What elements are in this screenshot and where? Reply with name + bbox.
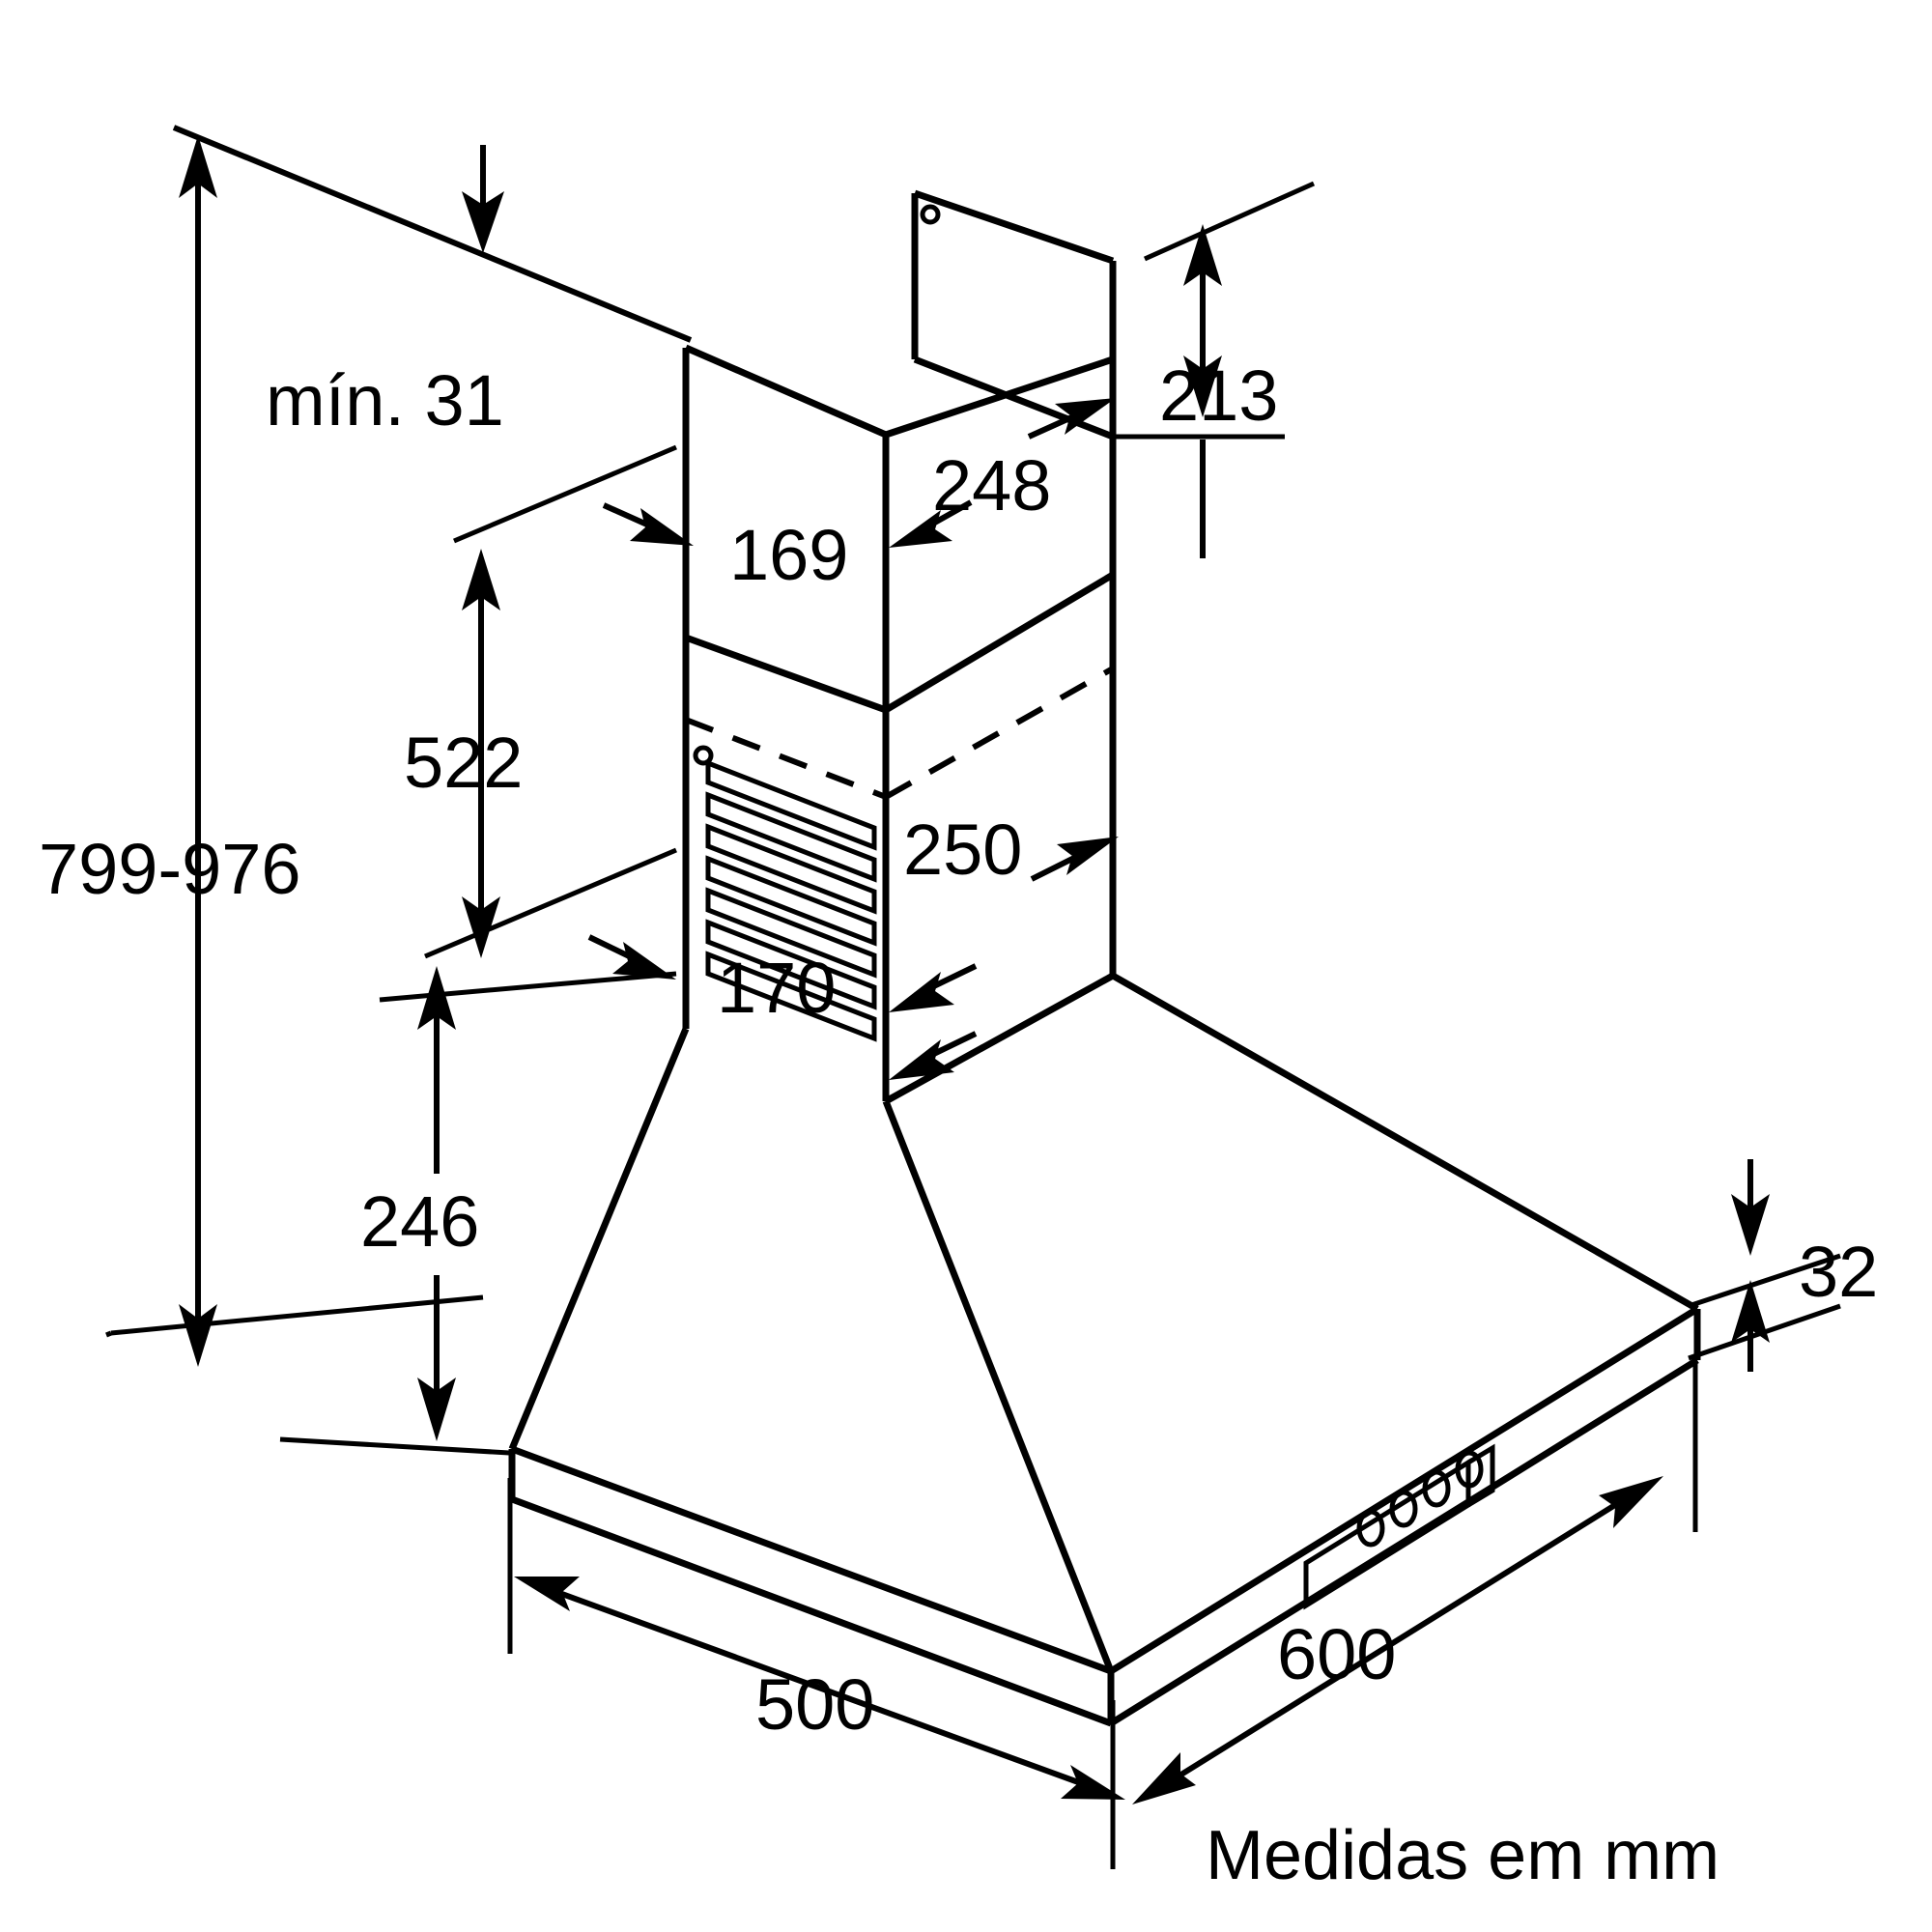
control-button-2[interactable] (1389, 1490, 1418, 1528)
louvred-vent-grille (693, 745, 877, 1042)
dimension-min-clearance: mín. 31 (172, 125, 693, 440)
hidden-edge-left (684, 717, 888, 800)
arrow-left-icon (889, 972, 954, 1012)
dimension-label-total-height: 799-976 (39, 829, 301, 909)
arrow-right-icon (1057, 837, 1119, 875)
hood-body-geometry (508, 189, 1701, 1727)
arrow-up-icon (1731, 1280, 1770, 1343)
control-button-4[interactable] (1455, 1450, 1484, 1489)
dimension-label-600: 600 (1277, 1614, 1396, 1694)
arrow-left-icon (514, 1577, 580, 1611)
control-button-1[interactable] (1356, 1509, 1385, 1548)
arrow-down-icon (462, 191, 504, 253)
dimension-522: 522 (404, 444, 677, 959)
arrow-up-icon (462, 549, 500, 611)
arrow-down-icon (1731, 1194, 1770, 1256)
arrow-right-icon (630, 508, 694, 546)
arrow-up-icon (417, 966, 456, 1030)
dimension-600: 600 (1132, 1364, 1698, 1804)
dimension-248: 248 (889, 398, 1116, 548)
dimension-170: 170 (587, 934, 836, 1028)
hood-canopy (508, 972, 1699, 1675)
dimension-label-169: 169 (729, 515, 848, 595)
dimension-500: 500 (507, 1478, 1125, 1869)
arrow-up-icon (179, 135, 217, 198)
vent-screw-icon (693, 745, 714, 766)
arrow-left-icon (889, 510, 952, 548)
arrow-right-icon (1055, 398, 1116, 435)
dimension-246: 246 (279, 966, 677, 1456)
units-note: Medidas em mm (1206, 1817, 1719, 1894)
dimension-32: 32 (1688, 1159, 1878, 1372)
dimension-label-min-clearance: mín. 31 (266, 360, 504, 440)
arrow-right-icon (1061, 1765, 1125, 1800)
arrow-left-icon (1132, 1752, 1196, 1804)
dimension-label-248: 248 (932, 445, 1051, 526)
dimension-label-250: 250 (903, 810, 1022, 890)
chimney-top-plate (911, 189, 1117, 440)
arrow-up-icon (1183, 224, 1222, 286)
arrow-right-icon (1599, 1476, 1663, 1528)
dimension-label-170: 170 (717, 948, 836, 1028)
arrow-down-icon (462, 896, 500, 958)
upper-chimney (682, 344, 1117, 714)
arrow-left-icon (889, 1039, 954, 1080)
lower-chimney (682, 575, 1117, 1105)
dimension-label-213: 213 (1159, 355, 1278, 436)
dimension-169: 169 (602, 502, 848, 595)
dimension-label-32: 32 (1799, 1232, 1878, 1312)
dimension-250: 250 (889, 810, 1119, 1080)
control-button-3[interactable] (1422, 1469, 1451, 1508)
dimension-total-height: 799-976 (39, 135, 484, 1367)
dimension-label-522: 522 (404, 723, 523, 803)
arrow-down-icon (179, 1304, 217, 1367)
hidden-edge-right (884, 666, 1115, 800)
control-panel[interactable] (1303, 1443, 1495, 1610)
dimension-label-500: 500 (755, 1664, 874, 1745)
arrow-down-icon (417, 1378, 456, 1441)
arrow-right-icon (612, 942, 676, 980)
mounting-hole-icon (920, 204, 941, 225)
dimension-label-246: 246 (360, 1181, 479, 1262)
arrow-down-icon (1183, 355, 1222, 417)
dimension-213: 213 (1111, 181, 1316, 558)
